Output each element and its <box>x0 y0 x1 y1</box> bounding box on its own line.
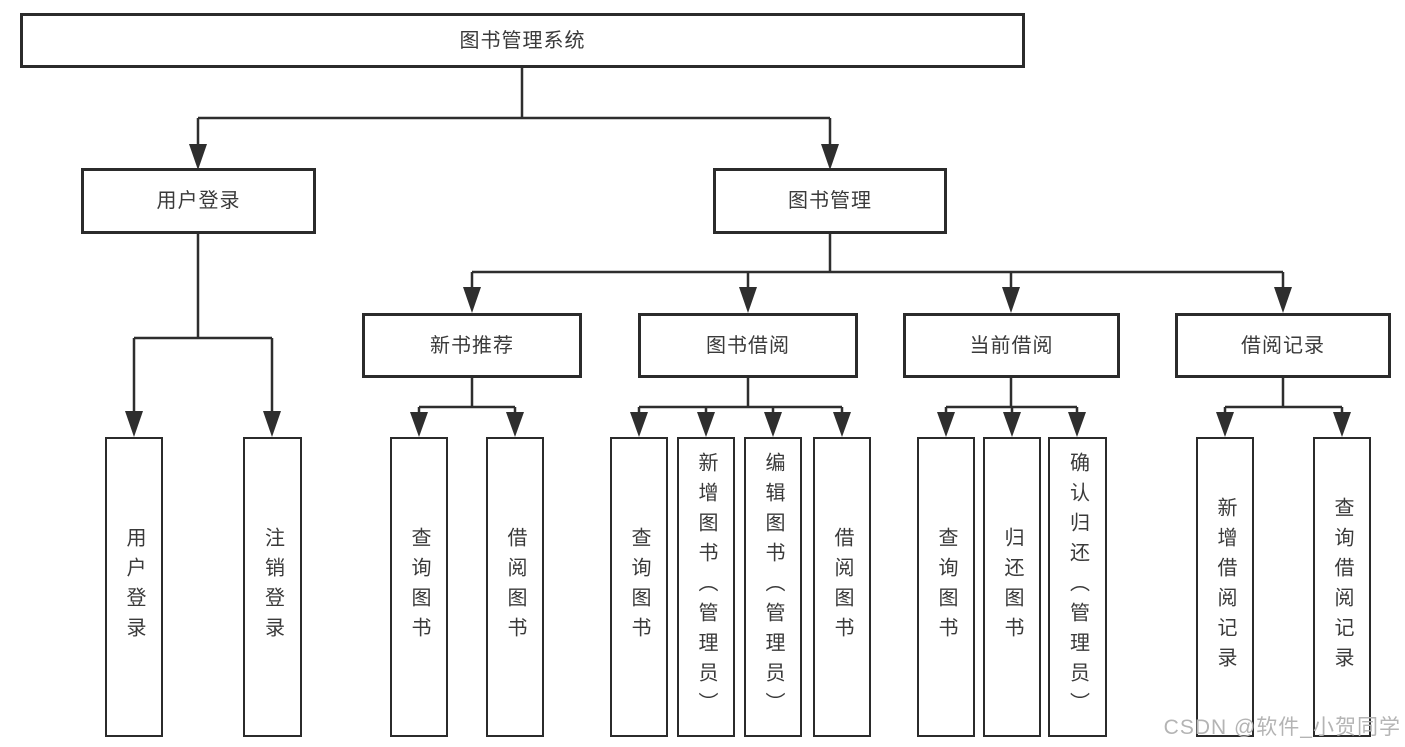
leaf-confirm-return-admin: 确认归还（管理员） <box>1048 437 1107 737</box>
node-user-login-group: 用户登录 <box>81 168 316 234</box>
connector-userlogin-to-leaves <box>125 234 281 437</box>
leaf-return-books: 归还图书 <box>983 437 1041 737</box>
node-book-management: 图书管理 <box>713 168 947 234</box>
connector-bookmgmt-to-level3 <box>463 234 1292 313</box>
connector-newbook-to-leaves <box>410 378 524 437</box>
leaf-query-books-recommend: 查询图书 <box>390 437 448 737</box>
node-new-book-recommend: 新书推荐 <box>362 313 582 378</box>
leaf-query-books-current: 查询图书 <box>917 437 975 737</box>
leaf-borrow-books-recommend: 借阅图书 <box>486 437 544 737</box>
connector-root-to-level2 <box>189 68 839 170</box>
node-borrow-records: 借阅记录 <box>1175 313 1391 378</box>
leaf-add-book-admin: 新增图书（管理员） <box>677 437 735 737</box>
leaf-edit-book-admin: 编辑图书（管理员） <box>744 437 802 737</box>
connector-bookborrow-to-leaves <box>630 378 851 437</box>
connector-borrowrecord-to-leaves <box>1216 378 1351 437</box>
node-library-management-system: 图书管理系统 <box>20 13 1025 68</box>
leaf-user-login: 用户登录 <box>105 437 163 737</box>
node-book-borrow: 图书借阅 <box>638 313 858 378</box>
leaf-query-borrow-record: 查询借阅记录 <box>1313 437 1371 737</box>
connector-currentborrow-to-leaves <box>937 378 1086 437</box>
node-current-borrow: 当前借阅 <box>903 313 1120 378</box>
leaf-query-books-borrow: 查询图书 <box>610 437 668 737</box>
watermark: CSDN @软件_小贺同学 <box>1163 716 1401 739</box>
leaf-borrow-books: 借阅图书 <box>813 437 871 737</box>
leaf-add-borrow-record: 新增借阅记录 <box>1196 437 1254 737</box>
leaf-logout: 注销登录 <box>243 437 302 737</box>
